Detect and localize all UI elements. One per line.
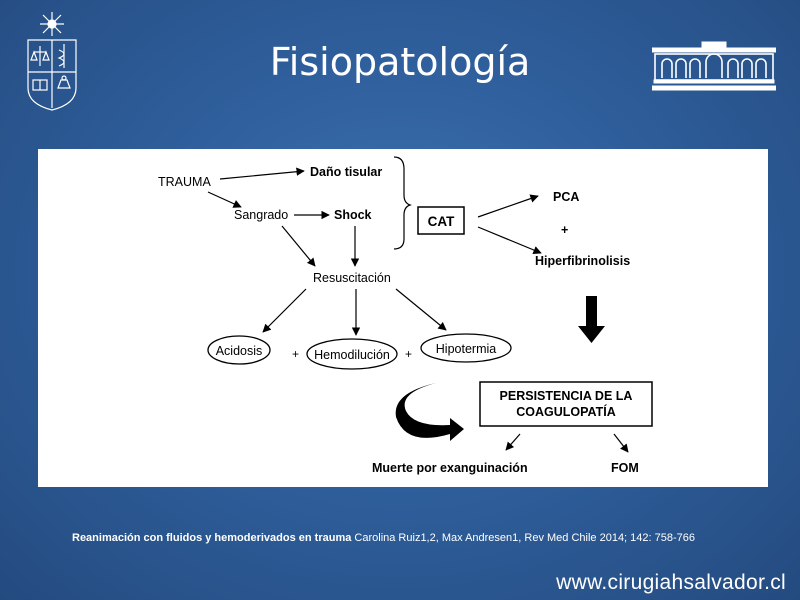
- arrow-resuscitacion-hipotermia: [395, 288, 447, 331]
- node-hemodilucion: Hemodilución: [314, 348, 390, 362]
- cat-box: [417, 206, 465, 235]
- arrow-persistencia-muerte: [505, 433, 521, 451]
- node-muerte: Muerte por exanguinación: [372, 461, 528, 475]
- website-url: www.cirugiahsalvador.cl: [556, 571, 786, 594]
- arrow-cat-pca: [477, 194, 539, 218]
- arrow-persistencia-fom: [613, 433, 629, 453]
- node-resuscitacion: Resuscitación: [313, 271, 391, 285]
- plus-sign-2: +: [405, 347, 412, 361]
- citation-authors: Carolina Ruiz1,2, Max Andresen1, Rev Med…: [351, 532, 696, 544]
- ellipse-acidosis: [207, 335, 271, 365]
- node-hipotermia: Hipotermia: [436, 342, 496, 356]
- arrow-trauma-dano: [219, 167, 305, 180]
- node-fom: FOM: [611, 461, 639, 475]
- node-persistencia-line1: PERSISTENCIA DE LA: [500, 389, 633, 403]
- arrow-trauma-sangrado: [207, 191, 242, 208]
- node-acidosis: Acidosis: [216, 344, 263, 358]
- persistencia-box: [479, 381, 653, 427]
- node-persistencia-line2: COAGULOPATÍA: [516, 404, 616, 419]
- ellipse-hemodilucion: [306, 338, 398, 370]
- arrow-sangrado-resuscitacion: [281, 225, 316, 267]
- node-cat: CAT: [428, 214, 455, 229]
- node-shock: Shock: [334, 208, 372, 222]
- hospital-building-logo: [652, 41, 776, 91]
- ellipse-hipotermia: [420, 333, 512, 363]
- star-icon: [40, 12, 64, 36]
- node-dano-tisular: Daño tisular: [310, 165, 382, 179]
- node-hiperfibrinolisis: Hiperfibrinolisis: [535, 254, 630, 268]
- plus-sign-1: +: [292, 347, 299, 361]
- plus-sign-pca: +: [561, 223, 568, 237]
- node-pca: PCA: [553, 190, 579, 204]
- node-trauma: TRAUMA: [158, 175, 211, 189]
- grouping-brace: [393, 156, 412, 250]
- citation-text: Reanimación con fluidos y hemoderivados …: [72, 532, 792, 544]
- thick-down-arrow-icon: [578, 296, 605, 343]
- university-crest-logo: [27, 12, 77, 111]
- slide-title: Fisiopatología: [269, 40, 531, 84]
- curved-arrow-icon: [395, 383, 464, 441]
- arrow-resuscitacion-acidosis: [262, 288, 307, 333]
- coagulopathy-flow-diagram: TRAUMA Daño tisular Sangrado Shock CAT P…: [38, 149, 768, 487]
- arrow-cat-hiperfibrinolisis: [477, 226, 542, 254]
- citation-title: Reanimación con fluidos y hemoderivados …: [72, 532, 352, 544]
- node-sangrado: Sangrado: [234, 208, 288, 222]
